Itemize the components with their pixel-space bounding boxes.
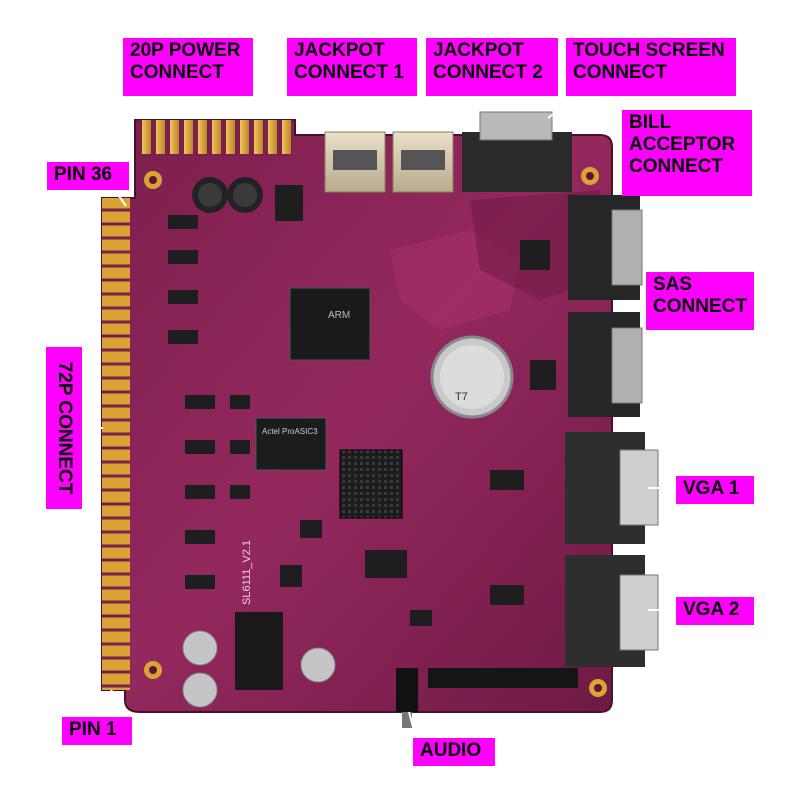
label-72p-connect: 72P CONNECT xyxy=(46,347,82,509)
label-vga-1: VGA 1 xyxy=(676,476,754,504)
touch-screen-db9 xyxy=(462,111,572,192)
label-bill-acceptor: BILL ACCEPTOR CONNECT xyxy=(622,110,752,196)
label-72p-connect-text: 72P CONNECT xyxy=(54,361,75,495)
battery-label: T7 xyxy=(455,391,468,403)
vga2-db15 xyxy=(565,555,659,667)
label-sas: SAS CONNECT xyxy=(646,272,754,330)
audio-jack xyxy=(396,668,418,712)
capacitor-bottom xyxy=(182,630,336,708)
arm-chip-label: ARM xyxy=(328,310,350,321)
power-fingers xyxy=(138,120,292,156)
fpga-chip-label: Actel ProASIC3 xyxy=(262,427,318,436)
sas-db9 xyxy=(568,312,643,417)
label-jackpot-1: JACKPOT CONNECT 1 xyxy=(287,38,417,96)
arm-chip: ARM xyxy=(289,287,371,361)
label-pin-1: PIN 1 xyxy=(62,717,132,745)
bill-acceptor-db9 xyxy=(568,195,643,300)
vga1-db15 xyxy=(565,432,659,544)
capacitor-top xyxy=(192,177,263,213)
small-ics xyxy=(168,215,556,626)
label-20p-power: 20P POWER CONNECT xyxy=(123,38,253,96)
fpga-chip: Actel ProASIC3 xyxy=(255,417,327,471)
model-label: SL6111_V2.1 xyxy=(241,540,253,605)
label-pin-36: PIN 36 xyxy=(47,162,129,190)
pin-header xyxy=(428,668,578,688)
edge-connector-72p xyxy=(102,198,130,690)
audio-amp xyxy=(235,612,283,690)
label-touch-screen: TOUCH SCREEN CONNECT xyxy=(566,38,736,96)
label-vga-2: VGA 2 xyxy=(676,597,754,625)
heatsink xyxy=(339,449,403,519)
jackpot-connector-1 xyxy=(324,131,386,193)
coin-battery: T7 xyxy=(430,335,514,419)
regulator xyxy=(275,185,303,221)
label-jackpot-2: JACKPOT CONNECT 2 xyxy=(426,38,558,96)
callout-arrows xyxy=(82,97,684,739)
label-audio: AUDIO xyxy=(413,738,495,766)
jackpot-connector-2 xyxy=(392,131,454,193)
